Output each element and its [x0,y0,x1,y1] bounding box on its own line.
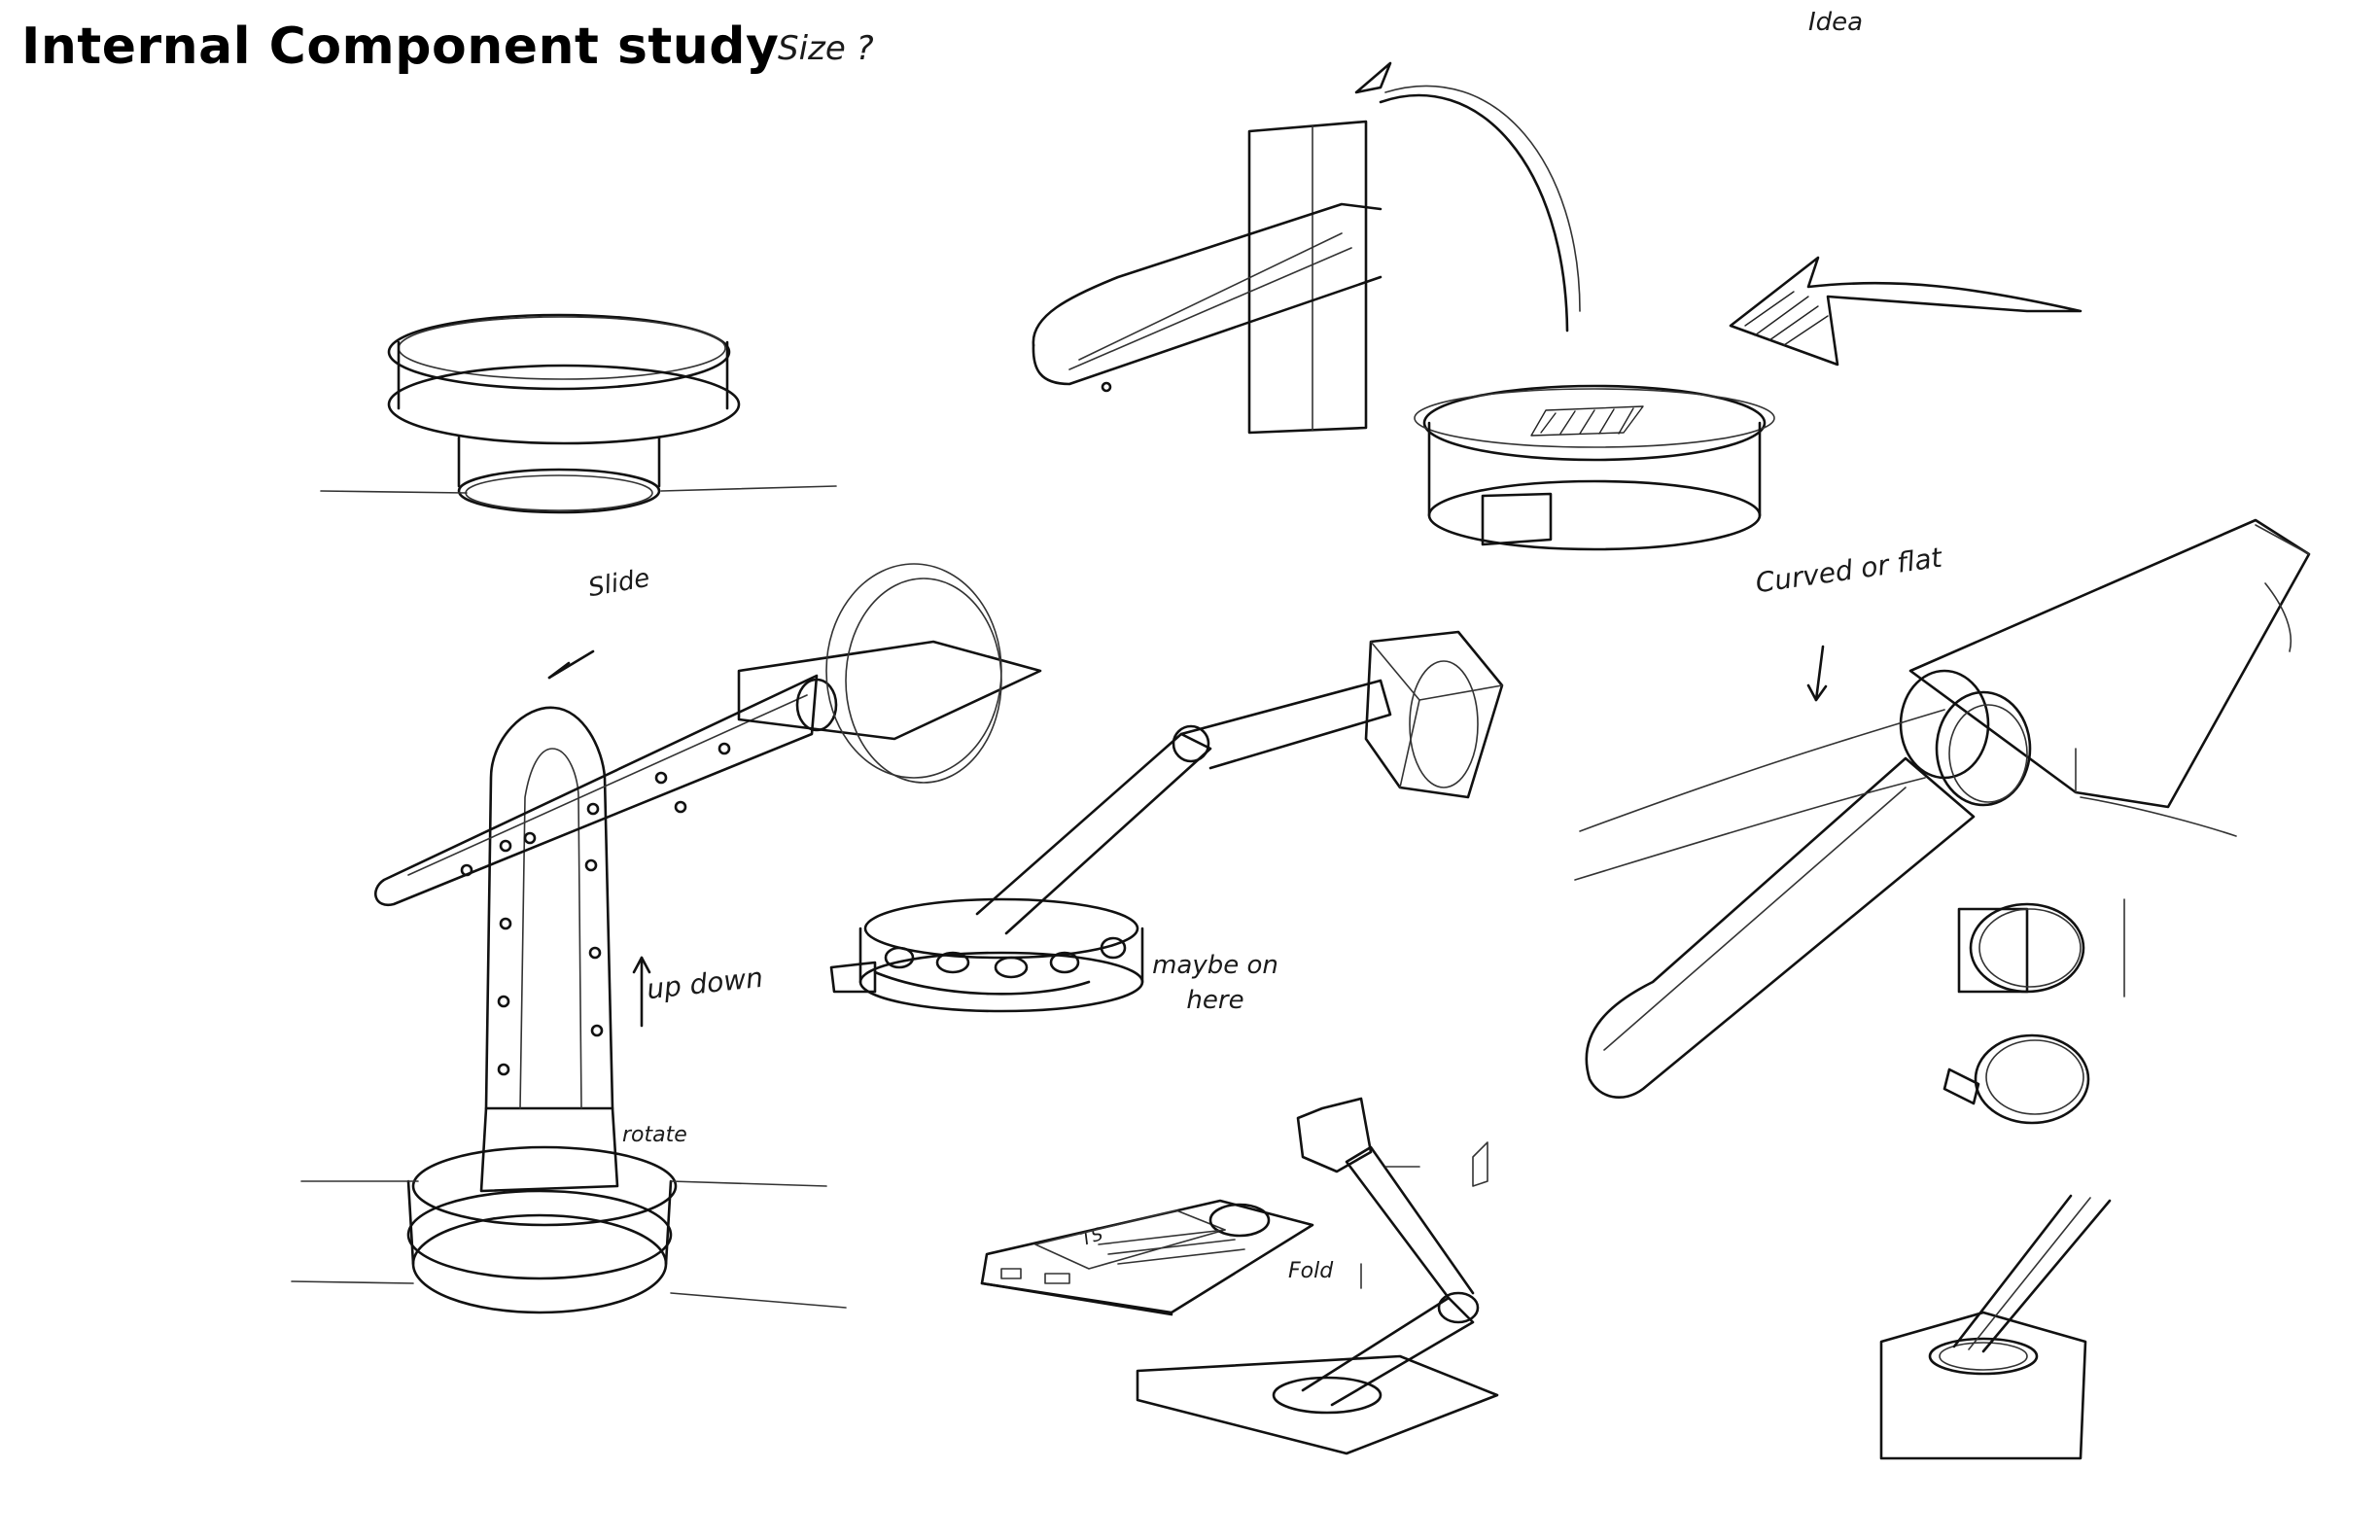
note-size: Size ? [778,29,874,68]
note-idea: Idea [1808,8,1864,37]
note-fold: Fold [1288,1259,1334,1283]
sketch-joint-arm [1574,518,2311,1099]
sketch-block-arm [1032,61,1581,435]
sketch-tall-lamp [291,563,1042,1314]
sketch-round-puck [320,313,837,514]
sketch-puck-arrow [1414,256,2082,551]
note-maybe-on-here: maybe on here [1152,951,1278,1015]
sketch-post-detail [1879,1194,2112,1460]
sketch-desk-lamp [829,630,1504,1013]
page-title: Internal Component study [21,18,780,76]
sketch-folding-lamp [980,1097,1499,1455]
sketch-detail-boxes [1942,898,2125,1125]
note-rotate: rotate [622,1123,687,1147]
